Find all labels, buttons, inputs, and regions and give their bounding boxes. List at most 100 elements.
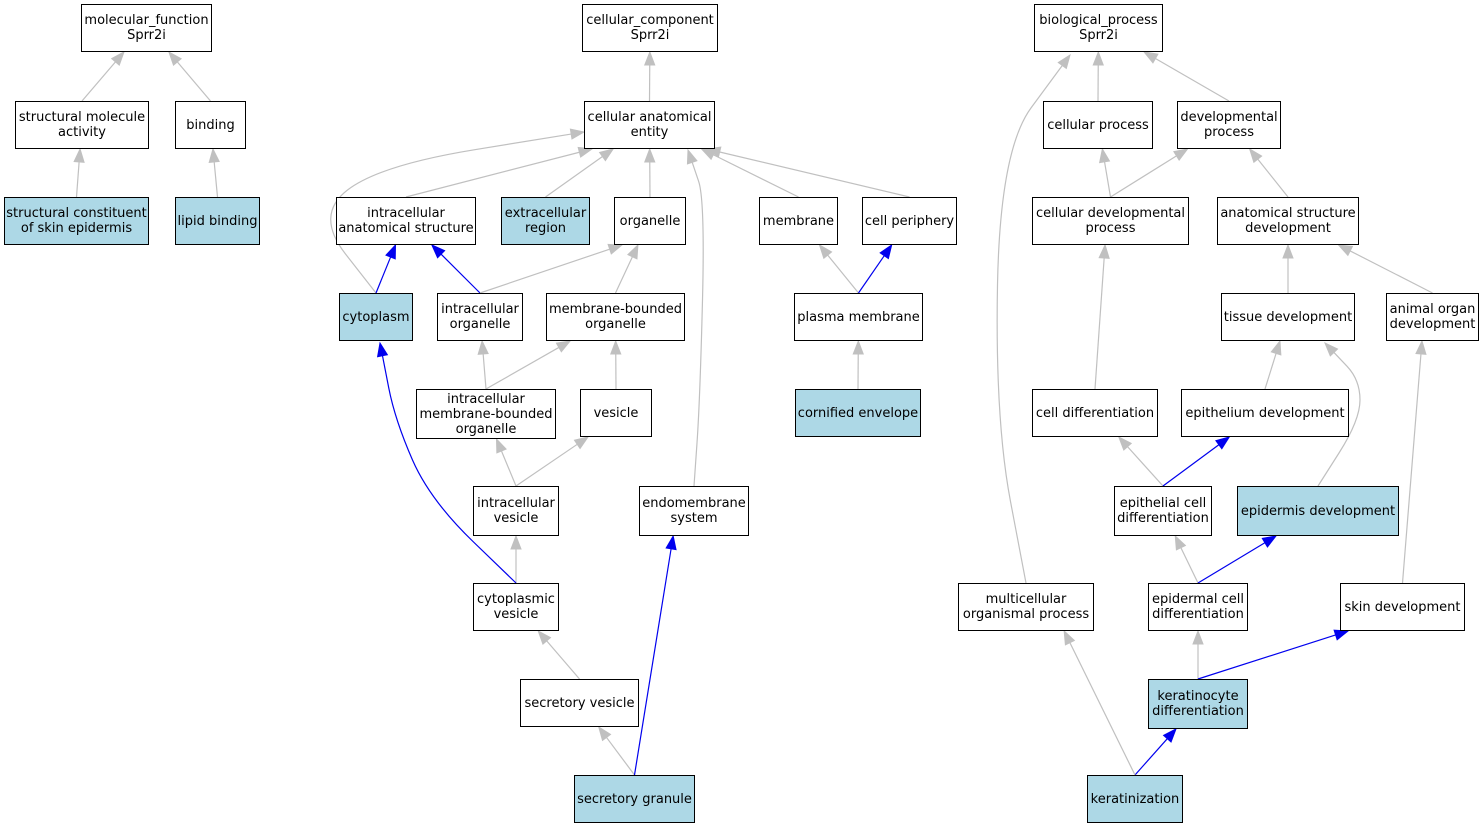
edge-arrowhead	[208, 147, 220, 163]
node-binding[interactable]: binding	[175, 101, 246, 149]
edge-extracell-to-cae	[545, 148, 615, 198]
edge-arrowhead	[569, 128, 586, 140]
edge-line	[1103, 161, 1112, 198]
edge-line	[440, 253, 481, 294]
edge-arrowhead	[110, 50, 125, 66]
node-endomembrane-system[interactable]: endomembrane system	[639, 486, 749, 536]
edge-cell_proc-to-bp_root	[1092, 50, 1104, 102]
edge-cytoplasm-to-ias	[375, 243, 397, 294]
edge-line	[1349, 250, 1433, 294]
edge-arrowhead	[1415, 339, 1427, 355]
node-epithelial-cell-differentiation[interactable]: epithelial cell differentiation	[1114, 486, 1212, 536]
edge-line	[479, 248, 610, 294]
node-keratinization[interactable]: keratinization	[1087, 775, 1183, 823]
edge-struct_mol-to-mf_root	[81, 50, 125, 102]
edge-intra_ves-to-imbo	[495, 437, 517, 487]
node-tissue-development[interactable]: tissue development	[1221, 293, 1355, 341]
node-intracellular-membrane-bounded-organelle[interactable]: intracellular membrane-bounded organelle	[416, 389, 556, 439]
node-structural-constituent-skin[interactable]: structural constituent of skin epidermis	[4, 197, 149, 245]
edge-intra_ves-to-vesicle	[515, 436, 590, 487]
node-membrane-bounded-organelle[interactable]: membrane-bounded organelle	[546, 293, 685, 341]
node-organelle[interactable]: organelle	[614, 197, 686, 245]
node-bp-root[interactable]: biological_process Sprr2i	[1034, 4, 1163, 52]
edge-arrowhead	[879, 243, 893, 260]
edge-plasma_mem-to-cell_periph	[858, 243, 893, 294]
edge-line	[1162, 444, 1220, 487]
edge-arrowhead	[1248, 147, 1263, 164]
node-secretory-granule[interactable]: secretory granule	[574, 775, 695, 823]
node-extracellular-region[interactable]: extracellular region	[501, 197, 590, 245]
node-cc-root[interactable]: cellular_component Sprr2i	[582, 4, 718, 52]
edge-tissue_dev-to-anat_dev	[1282, 243, 1294, 293]
edge-line	[375, 256, 392, 294]
node-animal-organ-development[interactable]: animal organ development	[1386, 293, 1479, 341]
edge-arrowhead	[852, 339, 864, 355]
node-cellular-anatomical-entity[interactable]: cellular anatomical entity	[584, 101, 715, 149]
node-plasma-membrane[interactable]: plasma membrane	[794, 293, 923, 341]
node-epithelium-development[interactable]: epithelium development	[1181, 389, 1349, 437]
edge-line	[713, 154, 799, 198]
edge-line	[827, 254, 859, 294]
node-cellular-process[interactable]: cellular process	[1043, 101, 1153, 149]
edge-line	[1317, 352, 1361, 487]
edge-arrowhead	[1174, 534, 1187, 551]
node-cell-periphery[interactable]: cell periphery	[862, 197, 957, 245]
edge-arrowhead	[1333, 629, 1350, 641]
edge-binding-to-mf_root	[167, 50, 211, 102]
node-epidermal-cell-differentiation[interactable]: epidermal cell differentiation	[1148, 583, 1248, 631]
edge-line	[176, 61, 211, 102]
node-epidermis-development[interactable]: epidermis development	[1237, 486, 1399, 536]
node-cornified-envelope[interactable]: cornified envelope	[795, 389, 921, 437]
edge-arrowhead	[665, 534, 677, 551]
node-secretory-vesicle[interactable]: secretory vesicle	[520, 679, 639, 727]
node-keratinocyte-differentiation[interactable]: keratinocyte differentiation	[1148, 679, 1248, 729]
edge-arrowhead	[1117, 435, 1133, 451]
edge-line	[1197, 542, 1266, 584]
edge-cell_periph-to-cae	[705, 146, 910, 198]
edge-cytoplasm-to-cae	[330, 128, 586, 294]
node-cell-differentiation[interactable]: cell differentiation	[1032, 389, 1158, 437]
edge-line	[1094, 257, 1105, 390]
edge-line	[1134, 738, 1168, 776]
edge-multi_org-to-bp_root	[996, 53, 1071, 584]
edge-mbo-to-organelle	[614, 243, 639, 294]
node-developmental-process[interactable]: developmental process	[1177, 101, 1281, 149]
edge-line	[381, 355, 517, 584]
edge-line	[405, 151, 580, 198]
edge-arrowhead	[1162, 727, 1177, 743]
node-cytoplasm[interactable]: cytoplasm	[339, 293, 413, 341]
edge-arrowhead	[1142, 51, 1159, 64]
edge-line	[485, 346, 560, 390]
edge-line	[482, 353, 487, 390]
edge-arrowhead	[607, 243, 624, 255]
edge-line	[500, 450, 517, 487]
edge-keratin-to-multi_org	[1063, 629, 1136, 776]
node-cellular-developmental-process[interactable]: cellular developmental process	[1032, 197, 1189, 245]
edge-arrowhead	[818, 243, 833, 260]
node-skin-development[interactable]: skin development	[1340, 583, 1465, 631]
edge-ias-to-cae	[405, 146, 594, 198]
node-intracellular-vesicle[interactable]: intracellular vesicle	[473, 486, 559, 536]
edge-arrowhead	[376, 341, 389, 358]
edge-line	[1069, 642, 1136, 776]
edge-line	[1264, 353, 1277, 390]
edge-imbo-to-mbo	[485, 340, 572, 390]
node-multicellular-organismal-process[interactable]: multicellular organismal process	[958, 583, 1094, 631]
node-intracellular-anatomical-structure[interactable]: intracellular anatomical structure	[336, 197, 476, 245]
edge-arrowhead	[627, 243, 639, 260]
edge-plasma_mem-to-membrane	[818, 243, 859, 294]
edge-line	[614, 256, 633, 294]
node-intracellular-organelle[interactable]: intracellular organelle	[437, 293, 523, 341]
edge-epith_dev-to-tissue_dev	[1264, 339, 1282, 390]
edge-arrowhead	[1270, 339, 1282, 356]
node-membrane[interactable]: membrane	[759, 197, 838, 245]
edge-keratin-to-kerat_diff	[1134, 727, 1177, 776]
edge-cyto_ves-to-cytoplasm	[376, 341, 517, 584]
edge-arrowhead	[598, 148, 615, 162]
node-lipid-binding[interactable]: lipid binding	[175, 197, 260, 245]
node-cytoplasmic-vesicle[interactable]: cytoplasmic vesicle	[473, 583, 559, 631]
node-mf-root[interactable]: molecular_function Sprr2i	[81, 4, 212, 52]
node-vesicle[interactable]: vesicle	[580, 389, 652, 437]
node-anatomical-structure-development[interactable]: anatomical structure development	[1217, 197, 1359, 245]
node-structural-molecule-activity[interactable]: structural molecule activity	[15, 101, 149, 149]
